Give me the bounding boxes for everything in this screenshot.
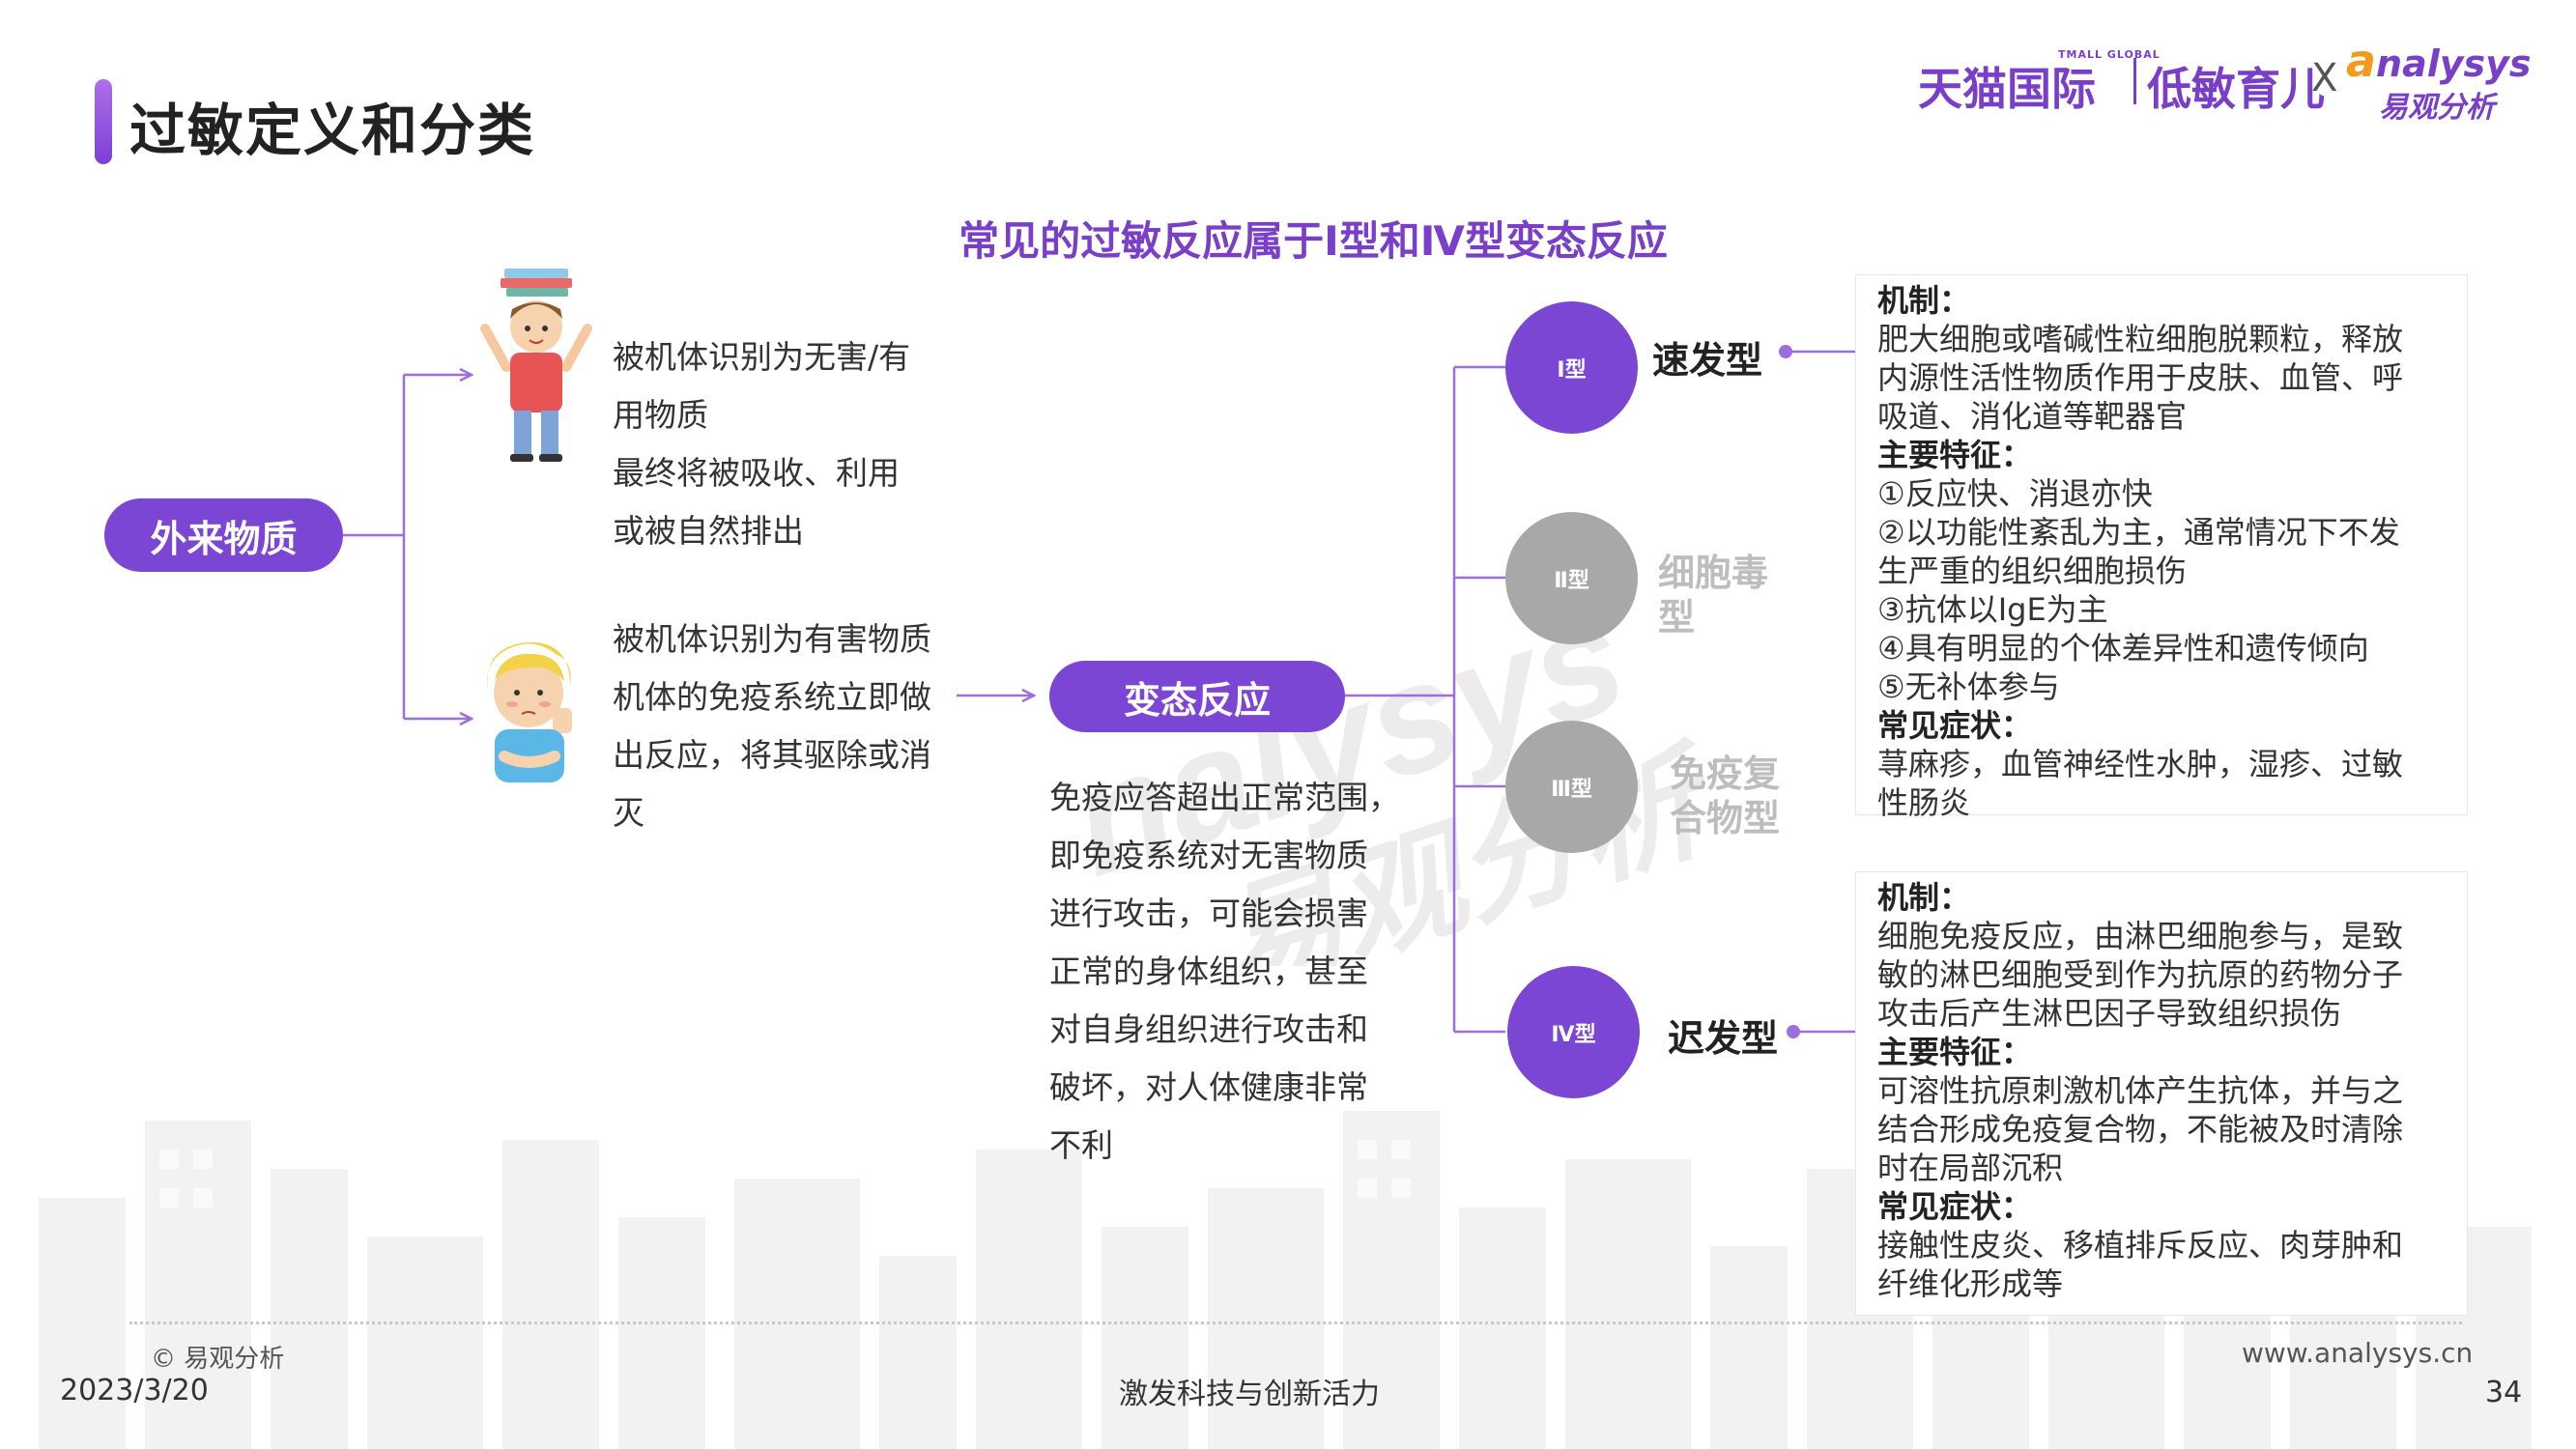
- harmful-line: 被机体识别为有害物质: [613, 620, 931, 658]
- info-line: ③抗体以IgE为主: [1877, 591, 2108, 628]
- info-line: 肥大细胞或嗜碱性粒细胞脱颗粒，释放: [1877, 321, 2404, 357]
- page-title: 过敏定义和分类: [129, 98, 536, 163]
- page-number: 34: [2485, 1376, 2523, 1409]
- harmless-line: 或被自然排出: [613, 512, 804, 550]
- type-4-info-box: 机制： 细胞免疫反应，由淋巴细胞参与，是致 敏的淋巴细胞受到作为抗原的药物分子 …: [1855, 871, 2468, 1316]
- info-line: 敏的淋巴细胞受到作为抗原的药物分子: [1877, 956, 2404, 993]
- info-heading: 常见症状：: [1877, 1188, 2033, 1225]
- reaction-line: 进行攻击，可能会损害: [1049, 895, 1368, 932]
- harmful-description: 被机体识别为有害物质 机体的免疫系统立即做 出反应，将其驱除或消 灭: [613, 611, 931, 842]
- brand-divider: [2133, 58, 2136, 104]
- info-heading: 主要特征：: [1877, 1034, 2033, 1070]
- brand-campaign-logo: 低敏育儿: [2147, 63, 2325, 115]
- info-line: 接触性皮炎、移植排斥反应、肉芽肿和: [1877, 1227, 2404, 1264]
- reaction-line: 不利: [1049, 1126, 1113, 1164]
- harmful-line: 出反应，将其驱除或消: [613, 736, 931, 774]
- info-line: ②以功能性紊乱为主，通常情况下不发: [1877, 514, 2400, 551]
- footer-divider: [129, 1321, 2462, 1324]
- type-2-badge: Ⅱ型: [1505, 512, 1638, 644]
- info-line: 时在局部沉积: [1877, 1150, 2064, 1186]
- info-line: ⑤无补体参与: [1877, 668, 2060, 705]
- allergic-reaction-pill: 变态反应: [1049, 661, 1345, 732]
- type-1-badge: Ⅰ型: [1505, 301, 1638, 434]
- analysys-logo-a: a: [2346, 35, 2377, 87]
- info-heading: 常见症状：: [1877, 707, 2033, 744]
- info-heading: 机制：: [1877, 879, 1971, 916]
- reaction-description: 免疫应答超出正常范围， 即免疫系统对无害物质 进行攻击，可能会损害 正常的身体组…: [1049, 769, 1400, 1175]
- harmful-line: 机体的免疫系统立即做: [613, 678, 931, 716]
- harmless-line: 最终将被吸收、利用: [613, 454, 900, 492]
- info-heading: 主要特征：: [1877, 437, 2033, 473]
- reaction-line: 对自身组织进行攻击和: [1049, 1010, 1368, 1048]
- info-line: 内源性活性物质作用于皮肤、血管、呼: [1877, 359, 2404, 396]
- info-line: 性肠炎: [1877, 784, 1971, 821]
- tmall-global-small-text: TMALL GLOBAL: [2058, 48, 2161, 61]
- footer-url: www.analysys.cn: [2242, 1337, 2474, 1369]
- analysys-logo: analysys: [2346, 35, 2532, 87]
- info-line: ①反应快、消退亦快: [1877, 475, 2153, 512]
- info-line: 结合形成免疫复合物，不能被及时清除: [1877, 1111, 2404, 1148]
- sick-child-illustration: [487, 641, 572, 782]
- info-line: 荨麻疹，血管神经性水肿，湿疹、过敏: [1877, 746, 2404, 782]
- type-3-label: 免疫复 合物型: [1670, 753, 1781, 839]
- harmful-line: 灭: [613, 794, 644, 832]
- harmless-line: 用物质: [613, 396, 708, 434]
- reaction-line: 免疫应答超出正常范围，: [1049, 779, 1400, 816]
- info-heading: 机制：: [1877, 282, 1971, 319]
- section-subtitle: 常见的过敏反应属于Ⅰ型和Ⅳ型变态反应: [959, 217, 1668, 265]
- info-line: ④具有明显的个体差异性和遗传倾向: [1877, 630, 2369, 667]
- footer-date: 2023/3/20: [60, 1374, 209, 1407]
- info-line: 纤维化形成等: [1877, 1265, 2064, 1302]
- title-accent-bar: [95, 79, 112, 164]
- reaction-line: 即免疫系统对无害物质: [1049, 837, 1368, 874]
- footer-slogan: 激发科技与创新活力: [1119, 1378, 1380, 1411]
- type-1-info-box: 机制： 肥大细胞或嗜碱性粒细胞脱颗粒，释放 内源性活性物质作用于皮肤、血管、呼 …: [1855, 274, 2468, 821]
- info-line: 可溶性抗原刺激机体产生抗体，并与之: [1877, 1072, 2404, 1109]
- type-2-label: 细胞毒 型: [1658, 552, 1769, 639]
- brand-tmall-logo: 天猫国际: [1918, 63, 2096, 115]
- info-line: 吸道、消化道等靶器官: [1877, 398, 2188, 435]
- footer-copyright: © 易观分析: [151, 1345, 285, 1374]
- analysys-cn-logo: 易观分析: [2379, 91, 2495, 125]
- harmless-line: 被机体识别为无害/有: [613, 338, 911, 376]
- info-line: 生严重的组织细胞损伤: [1877, 553, 2188, 589]
- info-line: 攻击后产生淋巴因子导致组织损伤: [1877, 995, 2342, 1032]
- harmless-description: 被机体识别为无害/有 用物质 最终将被吸收、利用 或被自然排出: [613, 328, 910, 560]
- source-substance-pill: 外来物质: [104, 498, 343, 572]
- type-4-label: 迟发型: [1668, 1017, 1779, 1060]
- analysys-logo-text: nalysys: [2376, 43, 2532, 85]
- info-line: 细胞免疫反应，由淋巴细胞参与，是致: [1877, 918, 2404, 954]
- child-with-books-illustration: [480, 269, 592, 462]
- brand-x-separator: X: [2311, 56, 2338, 100]
- type-4-badge: Ⅳ型: [1507, 966, 1640, 1098]
- type-3-badge: Ⅲ型: [1505, 721, 1638, 853]
- reaction-line: 破坏，对人体健康非常: [1049, 1068, 1368, 1106]
- type-1-label: 速发型: [1652, 339, 1763, 382]
- reaction-line: 正常的身体组织，甚至: [1049, 952, 1368, 990]
